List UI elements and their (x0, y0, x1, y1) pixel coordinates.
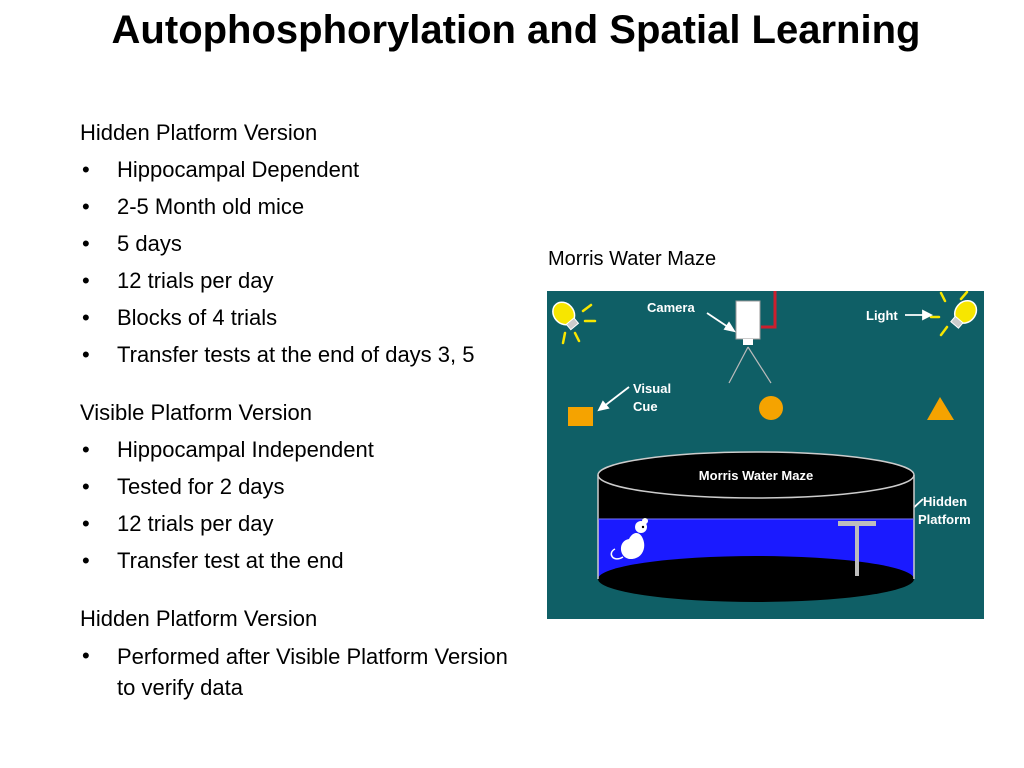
bullet-symbol: • (82, 474, 90, 499)
bullet-symbol: • (82, 643, 90, 668)
bullet-symbol: • (82, 437, 90, 462)
bullet-item: •Transfer test at the end (82, 548, 344, 573)
visual-cue-label-line2: Cue (633, 399, 658, 414)
bullet-item: •Blocks of 4 trials (82, 305, 278, 330)
mouse-icon (610, 518, 648, 560)
bullet-symbol: • (82, 268, 90, 293)
triangle-visual-cue (927, 397, 954, 420)
bullet-item: •5 days (82, 231, 182, 256)
camera-label: Camera (647, 300, 695, 315)
morris-water-maze-diagram: Camera Light Visual Cue Hidden Platform … (547, 291, 984, 619)
bullet-symbol: • (82, 305, 90, 330)
section-visible-platform: Visible Platform Version •Hippocampal In… (80, 398, 550, 575)
bullet-item: •2-5 Month old mice (82, 194, 305, 219)
bullet-list: •Performed after Visible Platform Versio… (80, 641, 550, 703)
bullet-symbol: • (82, 511, 90, 536)
figure-caption: Morris Water Maze (548, 248, 717, 270)
hidden-platform-label-line1: Hidden (923, 494, 967, 509)
bullet-item: •Transfer tests at the end of days 3, 5 (82, 342, 475, 367)
slide-title: Autophosphorylation and Spatial Learning (111, 8, 921, 52)
bullet-item: •Tested for 2 days (82, 474, 285, 499)
square-visual-cue (568, 407, 593, 426)
bullet-item: •Hippocampal Independent (82, 437, 374, 462)
slide-content: Hidden Platform Version •Hippocampal Dep… (80, 118, 550, 732)
section-heading: Hidden Platform Version (80, 120, 318, 145)
bullet-list: •Hippocampal Dependent •2-5 Month old mi… (80, 155, 550, 369)
light-bulb-right-icon (929, 291, 978, 337)
light-bulb-left-icon (552, 301, 597, 345)
bullet-symbol: • (82, 157, 90, 182)
section-heading: Hidden Platform Version (80, 606, 318, 631)
bullet-item: •Hippocampal Dependent (82, 157, 360, 182)
hidden-platform-label-line2: Platform (918, 512, 971, 527)
section-hidden-platform: Hidden Platform Version •Hippocampal Dep… (80, 118, 550, 369)
bullet-item: •12 trials per day (82, 511, 274, 536)
bullet-symbol: • (82, 231, 90, 256)
hidden-platform (838, 521, 876, 576)
bullet-item: •Performed after Visible Platform Versio… (82, 643, 508, 700)
bullet-item: •12 trials per day (82, 268, 274, 293)
light-label: Light (866, 308, 898, 323)
bullet-symbol: • (82, 548, 90, 573)
tank-label: Morris Water Maze (699, 468, 813, 483)
visual-cue-label-line1: Visual (633, 381, 671, 396)
section-hidden-platform-verify: Hidden Platform Version •Performed after… (80, 604, 550, 703)
water-tank (597, 451, 915, 602)
circle-visual-cue (759, 396, 783, 420)
section-heading: Visible Platform Version (80, 400, 312, 425)
bullet-symbol: • (82, 342, 90, 367)
bullet-symbol: • (82, 194, 90, 219)
camera-icon (728, 291, 777, 384)
bullet-list: •Hippocampal Independent •Tested for 2 d… (80, 435, 550, 575)
